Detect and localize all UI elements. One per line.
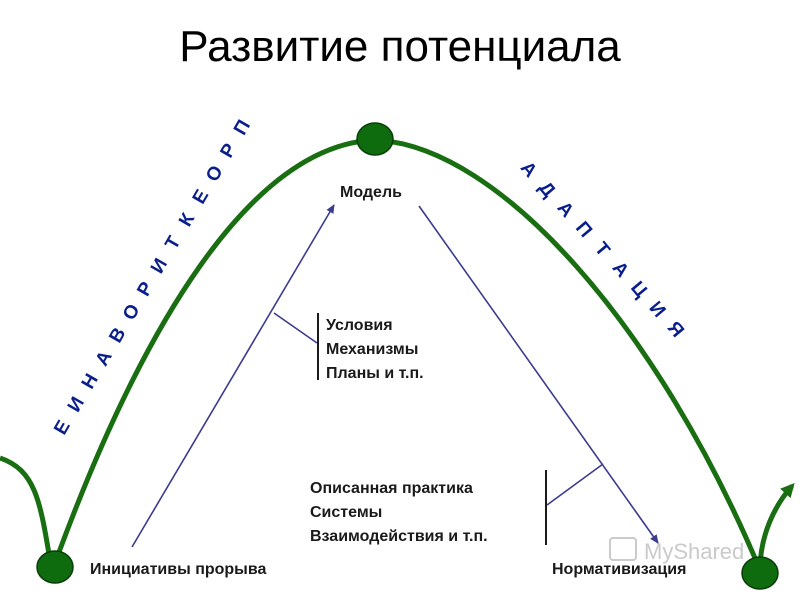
left-entry-curve	[0, 455, 53, 561]
left-curve-label-letter: И	[147, 255, 172, 277]
left-curve-label-letter: Н	[78, 370, 103, 392]
left-node	[36, 550, 74, 584]
left-curve-label-letter: Е	[50, 417, 75, 438]
left-curve-label-letter: О	[119, 301, 145, 324]
slide-title: Развитие потенциала	[179, 22, 621, 71]
right-curve-label-letter: Я	[663, 318, 688, 342]
right-node-label: Нормативизация	[552, 561, 686, 578]
arrow-up-to-model	[131, 204, 335, 548]
left-curve-label-letter: В	[105, 324, 130, 346]
left-curve-label-letter: К	[175, 209, 199, 230]
upper-bracket-item: Условия	[326, 317, 393, 334]
lower-bracket-item: Системы	[310, 504, 382, 521]
right-curve-label-letter: И	[645, 298, 670, 322]
upper-bracket-item: Планы и т.п.	[326, 365, 424, 382]
left-curve-label-letter: Р	[133, 278, 158, 300]
upper-bracket-pointer	[273, 312, 318, 344]
right-node	[741, 556, 779, 590]
left-curve-label-letter: Т	[161, 233, 185, 254]
left-curve-label-letter: Р	[216, 140, 241, 162]
right-curve-label-letter: Д	[534, 178, 559, 202]
right-curve-label-letter: А	[608, 258, 633, 282]
right-curve-label-letter: А	[516, 158, 541, 182]
left-node-label: Инициативы прорыва	[90, 561, 266, 578]
watermark-text: MyShared	[644, 539, 744, 564]
right-curve-label-letter: Ц	[626, 278, 651, 302]
left-curve-label-letter: А	[92, 347, 117, 370]
lower-bracket-pointer	[546, 463, 604, 506]
arrow-down-to-normativization	[418, 205, 659, 544]
right-curve-label-letter: Т	[590, 238, 614, 261]
top-node-label: Модель	[340, 184, 402, 201]
left-curve-label-letter: Е	[189, 186, 214, 207]
left-curve-label-letter: И	[64, 394, 89, 416]
right-curve-label-letter: А	[553, 198, 578, 222]
lower-bracket-item: Описанная практика	[310, 480, 473, 497]
top-node	[356, 122, 394, 156]
lower-bracket-item: Взаимодействия и т.п.	[310, 528, 488, 545]
left-curve-label-letter: О	[202, 162, 228, 185]
left-curve-label-letter: П	[230, 117, 255, 139]
watermark-logo-icon	[609, 537, 637, 561]
right-curve-label-letter: П	[571, 218, 596, 242]
watermark: MyShared	[609, 537, 744, 564]
upper-bracket-item: Механизмы	[326, 341, 418, 358]
